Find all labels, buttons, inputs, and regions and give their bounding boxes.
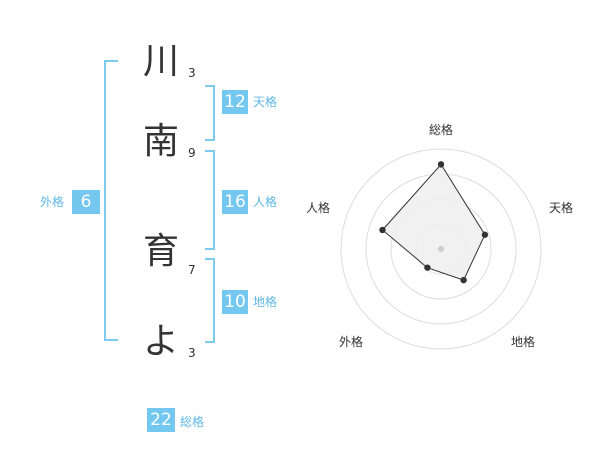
radar-label-tenkaku: 天格 <box>549 200 573 215</box>
gaikaku-bracket <box>104 60 118 341</box>
name-char-1: 川 <box>142 41 179 82</box>
radar-center-dot <box>438 246 444 252</box>
stroke-count-1: 3 <box>188 66 196 80</box>
radar-point <box>379 226 386 234</box>
radar-label-chikaku: 地格 <box>511 334 535 349</box>
soukaku-value: 22 <box>147 408 175 432</box>
radar-label-soukaku: 総格 <box>429 122 453 137</box>
radar-point <box>460 276 467 284</box>
tenkaku-value: 12 <box>222 90 248 114</box>
jinkaku-bracket <box>205 150 215 250</box>
soukaku-label: 総格 <box>180 415 205 429</box>
radar-points <box>379 161 489 284</box>
tenkaku-bracket <box>205 85 215 141</box>
chikaku-bracket <box>205 258 215 343</box>
stroke-count-4: 3 <box>188 346 196 360</box>
stroke-count-3: 7 <box>188 263 196 277</box>
jinkaku-value: 16 <box>222 190 248 214</box>
gaikaku-value: 6 <box>72 190 100 214</box>
radar-ring <box>340 148 542 350</box>
jinkaku-label: 人格 <box>253 195 278 209</box>
name-char-3: 育 <box>142 231 179 272</box>
stroke-count-2: 9 <box>188 146 196 160</box>
radar-point <box>424 264 431 271</box>
chikaku-label: 地格 <box>253 295 278 309</box>
radar-polygon <box>381 163 486 281</box>
chikaku-value: 10 <box>222 290 248 314</box>
name-char-4: よ <box>142 321 179 362</box>
gaikaku-label: 外格 <box>40 195 65 209</box>
tenkaku-label: 天格 <box>253 95 278 109</box>
name-char-2: 南 <box>142 121 179 162</box>
radar-label-gaikaku: 外格 <box>339 334 363 349</box>
radar-label-jinkaku: 人格 <box>306 200 330 215</box>
radar-point <box>437 161 445 168</box>
radar-point <box>481 231 489 238</box>
